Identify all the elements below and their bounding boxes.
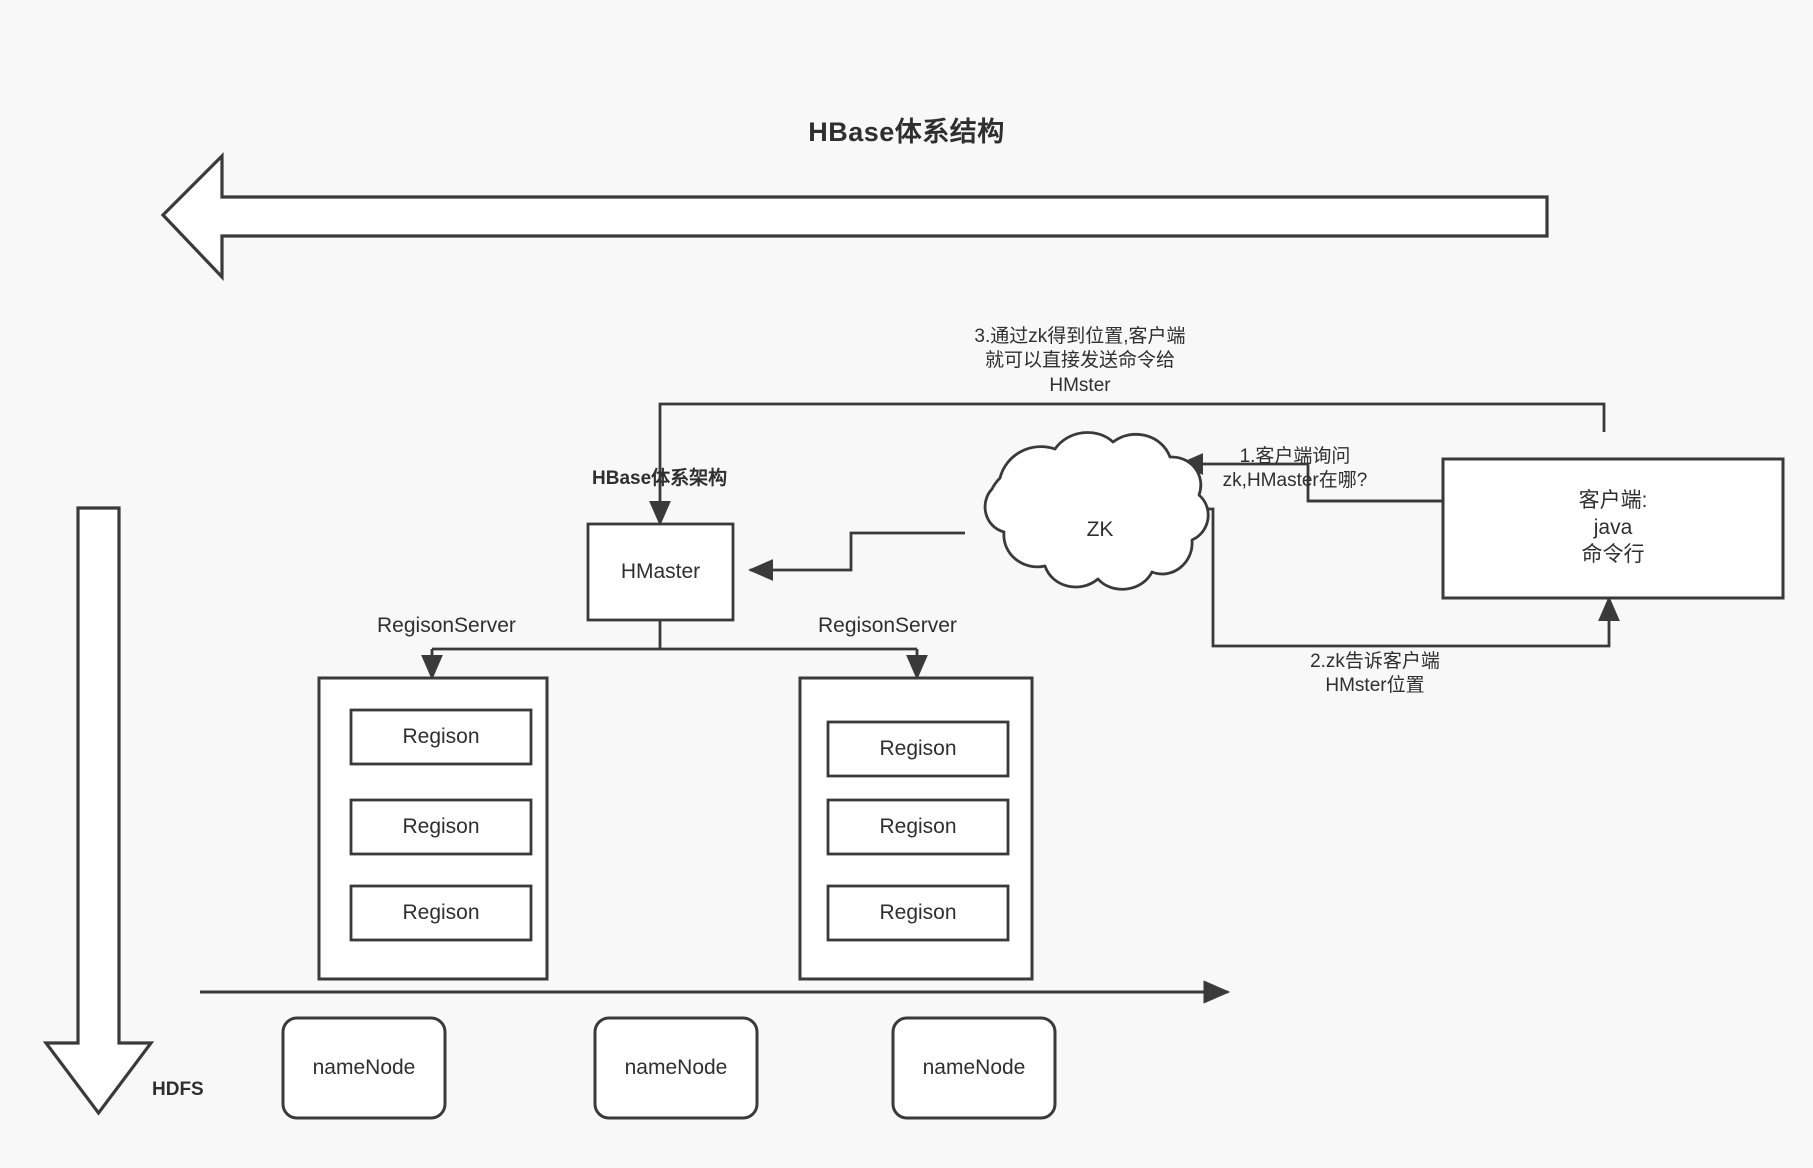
region-left-3 [349,884,533,942]
region-label-right-2: Regison [879,814,957,838]
hmaster-box [586,522,735,622]
architecture-label: HBase体系架构 [592,468,728,489]
namenode-box-2 [593,1016,759,1120]
zk-label: ZK [1086,517,1114,541]
namenode-box-1 [281,1016,447,1120]
region-label-right-1: Regison [879,736,957,760]
region-label-left-3: Regison [402,900,480,924]
region-left-1 [349,708,533,766]
connector-step1-client-to-zk-arrow [1177,453,1443,503]
client-box [1441,457,1785,600]
region-left-2 [349,798,533,856]
namenode-label-2: nameNode [624,1055,728,1079]
client-label: 客户端: java 命令行 [1578,489,1648,566]
region-label-right-3: Regison [879,900,957,924]
region-right-1 [826,720,1010,778]
annotation-step-2: 2.zk告诉客户端 HMster位置 [1310,651,1440,697]
namenode-label-3: nameNode [922,1055,1026,1079]
namenode-label-1: nameNode [312,1055,416,1079]
annotation-step-1: 1.客户端询问 zk,HMaster在哪? [1222,446,1368,492]
regionserver-label-right: RegisonServer [818,614,957,637]
namenode-box-3 [891,1016,1057,1120]
connector-zk-to-hmaster [747,531,965,581]
page-title: HBase体系结构 [808,117,1005,147]
big-down-block-arrow [42,506,155,1116]
region-right-3 [826,884,1010,942]
region-label-left-1: Regison [402,724,480,748]
regionserver-label-left: RegisonServer [377,614,516,637]
region-right-2 [826,798,1010,856]
annotation-step-3: 3.通过zk得到位置,客户端 就可以直接发送命令给 HMster [974,326,1186,396]
hmaster-label: HMaster [620,559,701,583]
connector-step3-client-to-hmaster [649,402,1606,527]
big-left-block-arrow [160,152,1549,282]
zk-cloud-shape [983,431,1210,591]
hdfs-label: HDFS [152,1079,204,1100]
region-label-left-2: Regison [402,814,480,838]
